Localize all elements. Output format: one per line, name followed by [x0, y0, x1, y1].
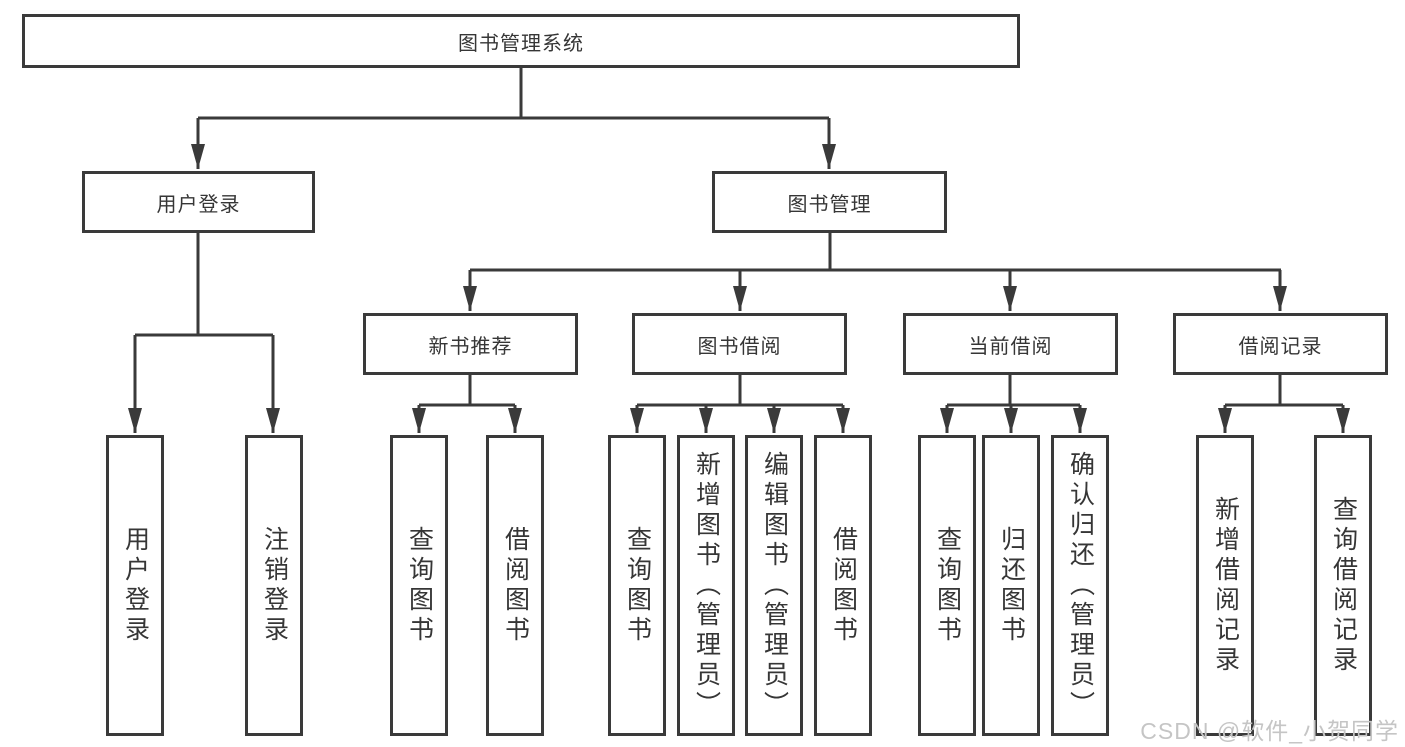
- leaf-user-login: 用户登录: [106, 435, 164, 736]
- node-user-login: 用户登录: [82, 171, 315, 233]
- node-book-management: 图书管理: [712, 171, 947, 233]
- leaf-query-books-recommend: 查询图书: [390, 435, 448, 736]
- node-label: 查询借阅记录: [1329, 495, 1358, 676]
- node-label: 查询图书: [623, 525, 652, 646]
- node-label: 用户登录: [156, 193, 241, 216]
- leaf-add-books-admin: 新增图书（管理员）: [677, 435, 735, 736]
- node-new-book-recommend: 新书推荐: [363, 313, 578, 375]
- leaf-borrow-books-recommend: 借阅图书: [486, 435, 544, 736]
- node-label: 新增图书（管理员）: [692, 450, 721, 721]
- node-label: 归还图书: [997, 525, 1026, 646]
- connector-root-to-level2: [198, 68, 829, 120]
- node-label: 注销登录: [260, 525, 289, 646]
- node-label: 编辑图书（管理员）: [760, 450, 789, 721]
- leaf-add-borrow-record: 新增借阅记录: [1196, 435, 1254, 736]
- node-label: 查询图书: [933, 525, 962, 646]
- connector-bookmgmt-to-level3: [470, 233, 1281, 272]
- node-label: 图书借阅: [697, 335, 782, 358]
- node-label: 新书推荐: [428, 335, 513, 358]
- node-label: 借阅图书: [501, 525, 530, 646]
- leaf-edit-books-admin: 编辑图书（管理员）: [745, 435, 803, 736]
- connector-records-to-leaves: [1225, 375, 1343, 407]
- leaf-query-borrow-record: 查询借阅记录: [1314, 435, 1372, 736]
- leaf-confirm-return-admin: 确认归还（管理员）: [1051, 435, 1109, 736]
- connector-currentborrow-to-leaves: [947, 375, 1080, 407]
- node-label: 图书管理系统: [458, 32, 584, 55]
- connector-bookborrow-to-leaves: [637, 375, 843, 407]
- node-label: 借阅记录: [1238, 335, 1323, 358]
- leaf-query-books-current: 查询图书: [918, 435, 976, 736]
- node-label: 确认归还（管理员）: [1066, 450, 1095, 721]
- node-label: 当前借阅: [968, 335, 1053, 358]
- node-label: 查询图书: [405, 525, 434, 646]
- node-borrow-records: 借阅记录: [1173, 313, 1388, 375]
- csdn-watermark: CSDN @软件_小贺同学: [1140, 718, 1399, 744]
- node-label: 用户登录: [121, 525, 150, 646]
- node-current-borrow: 当前借阅: [903, 313, 1118, 375]
- leaf-return-books: 归还图书: [982, 435, 1040, 736]
- connector-newbook-to-leaves: [419, 375, 515, 407]
- connector-userlogin-to-leaves: [135, 233, 273, 337]
- leaf-logout: 注销登录: [245, 435, 303, 736]
- leaf-query-books-borrow: 查询图书: [608, 435, 666, 736]
- node-label: 新增借阅记录: [1211, 495, 1240, 676]
- node-library-management-system: 图书管理系统: [22, 14, 1020, 68]
- node-label: 借阅图书: [829, 525, 858, 646]
- node-label: 图书管理: [787, 193, 872, 216]
- leaf-borrow-books: 借阅图书: [814, 435, 872, 736]
- node-book-borrow: 图书借阅: [632, 313, 847, 375]
